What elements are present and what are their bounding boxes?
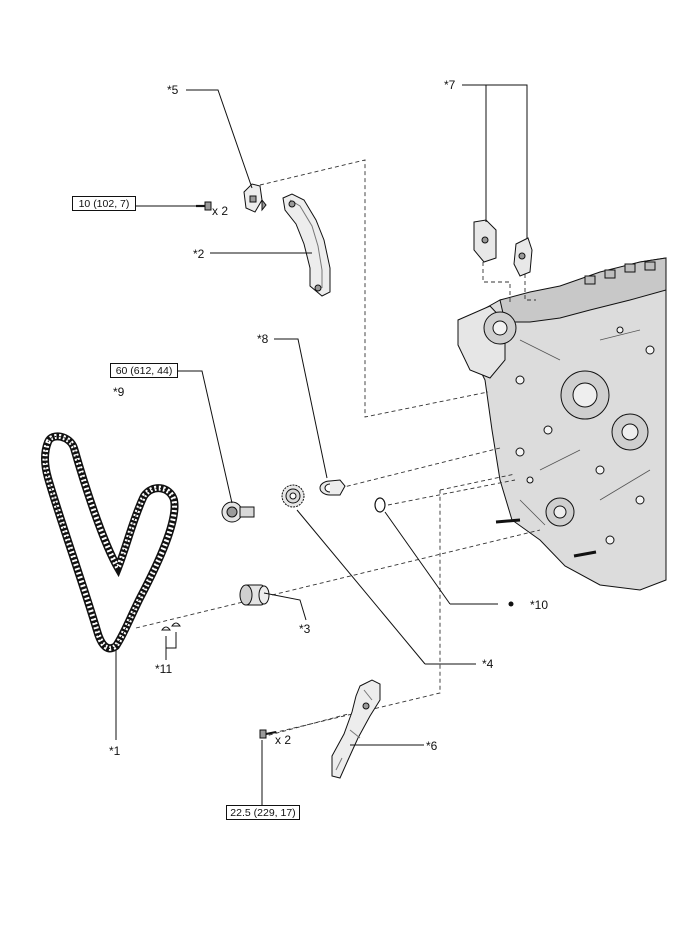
o-ring-part (374, 497, 386, 513)
quantity-label-tensioner-bolt: x 2 (212, 204, 228, 218)
crank-key-parts (161, 622, 181, 631)
assembly-dashed-lines (135, 159, 541, 738)
quantity-label-guide-bolt: x 2 (275, 733, 291, 747)
callout-10: *10 (530, 598, 548, 612)
callout-6: *6 (426, 739, 438, 753)
callout-7: *7 (444, 78, 456, 92)
tensioner-bolt (196, 201, 212, 211)
chain-guide-part (331, 679, 381, 779)
idle-gear-bush-part (319, 479, 346, 496)
chain-tensioner-part (243, 183, 267, 213)
tensioner-slipper-part (282, 193, 331, 297)
timing-chain-part (41, 432, 179, 653)
callout-5: *5 (167, 83, 179, 97)
callout-labels: *5 *2 *7 *8 *9 *10 *3 *4 *11 *6 *1 x 2 x… (109, 78, 548, 758)
callout-2: *2 (193, 247, 205, 261)
torque-spec-idle-gear-bolt: 60 (612, 44) (110, 363, 178, 378)
crankshaft-sprocket-part (239, 584, 270, 606)
idle-gear-part (281, 484, 305, 508)
vvt-cover-parts (473, 219, 533, 277)
leader-lines (115, 84, 528, 805)
callout-1: *1 (109, 744, 121, 758)
o-ring-marker-dot (508, 601, 514, 607)
callout-8: *8 (257, 332, 269, 346)
torque-spec-tensioner-bolt: 10 (102, 7) (72, 196, 136, 211)
idle-gear-bolt-part (221, 501, 255, 523)
callout-9: *9 (113, 385, 125, 399)
callout-4: *4 (482, 657, 494, 671)
torque-spec-guide-bolt: 22.5 (229, 17) (226, 805, 300, 820)
callout-11: *11 (155, 662, 172, 676)
callout-3: *3 (299, 622, 311, 636)
guide-bolt (259, 729, 277, 739)
engine-block (457, 257, 667, 591)
